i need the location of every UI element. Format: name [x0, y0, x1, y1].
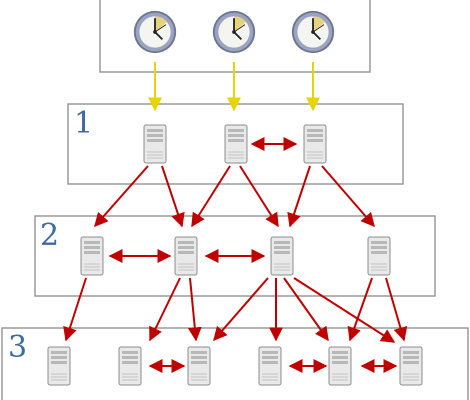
- sync-arrow: [385, 277, 408, 342]
- server-icon: [187, 346, 211, 386]
- sync-arrows: [63, 137, 408, 373]
- server-icon: [118, 346, 142, 386]
- stratum-3-box: [1, 327, 469, 400]
- server-icon: [174, 236, 198, 276]
- sync-arrow: [287, 165, 311, 228]
- sync-arrow: [293, 277, 396, 343]
- sync-arrow: [94, 165, 149, 228]
- server-icon: [258, 346, 282, 386]
- server-icon: [47, 346, 71, 386]
- clock-icon: [290, 9, 336, 55]
- stratum-2-box: [34, 215, 436, 297]
- sync-arrow: [191, 165, 231, 228]
- server-icon: [328, 346, 352, 386]
- server-icon: [303, 124, 327, 164]
- clock-icon: [132, 9, 178, 55]
- stratum-3-label: 3: [8, 330, 27, 365]
- sync-arrow: [187, 277, 202, 342]
- sync-arrow: [161, 165, 185, 228]
- sync-arrow: [321, 165, 375, 228]
- server-icon: [367, 236, 391, 276]
- clock-icon: [211, 9, 257, 55]
- server-icon: [80, 236, 104, 276]
- sync-arrow: [149, 277, 181, 342]
- sync-arrow: [347, 277, 373, 342]
- server-icon: [143, 124, 167, 164]
- server-icon: [399, 346, 423, 386]
- stratum-1-label: 1: [74, 106, 93, 141]
- sync-arrow: [283, 277, 329, 342]
- stratum-2-label: 2: [40, 218, 59, 253]
- server-icon: [270, 236, 294, 276]
- sync-arrow: [63, 277, 87, 342]
- server-icon: [224, 124, 248, 164]
- sync-arrow: [213, 277, 269, 342]
- sync-arrow: [239, 165, 279, 228]
